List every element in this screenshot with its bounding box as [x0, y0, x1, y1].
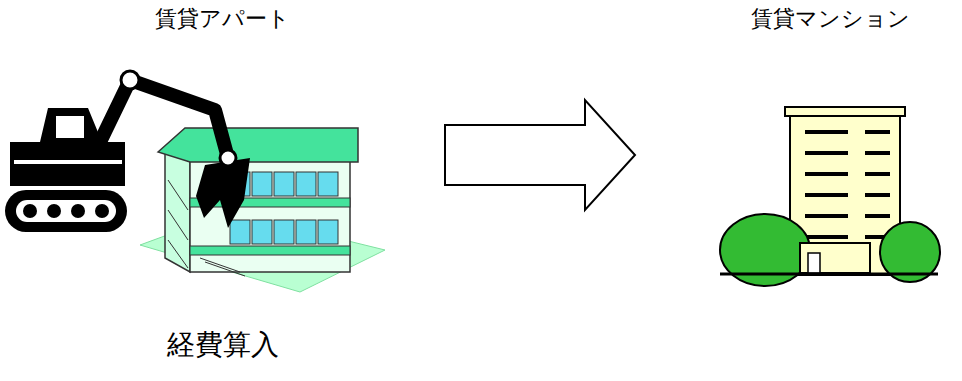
block-arrow — [445, 100, 635, 210]
illustration-node: 賃貸アパート経費算入 — [0, 0, 445, 375]
illustration-node: 賃貸マンション — [635, 0, 945, 290]
node-heading: 賃貸マンション — [695, 6, 962, 32]
apartment-illustration — [140, 128, 385, 292]
node-heading: 賃貸アパート — [0, 6, 445, 32]
mansion-illustration — [720, 107, 940, 286]
excavator-illustration — [5, 71, 250, 232]
node-caption: 経費算入 — [0, 328, 445, 362]
